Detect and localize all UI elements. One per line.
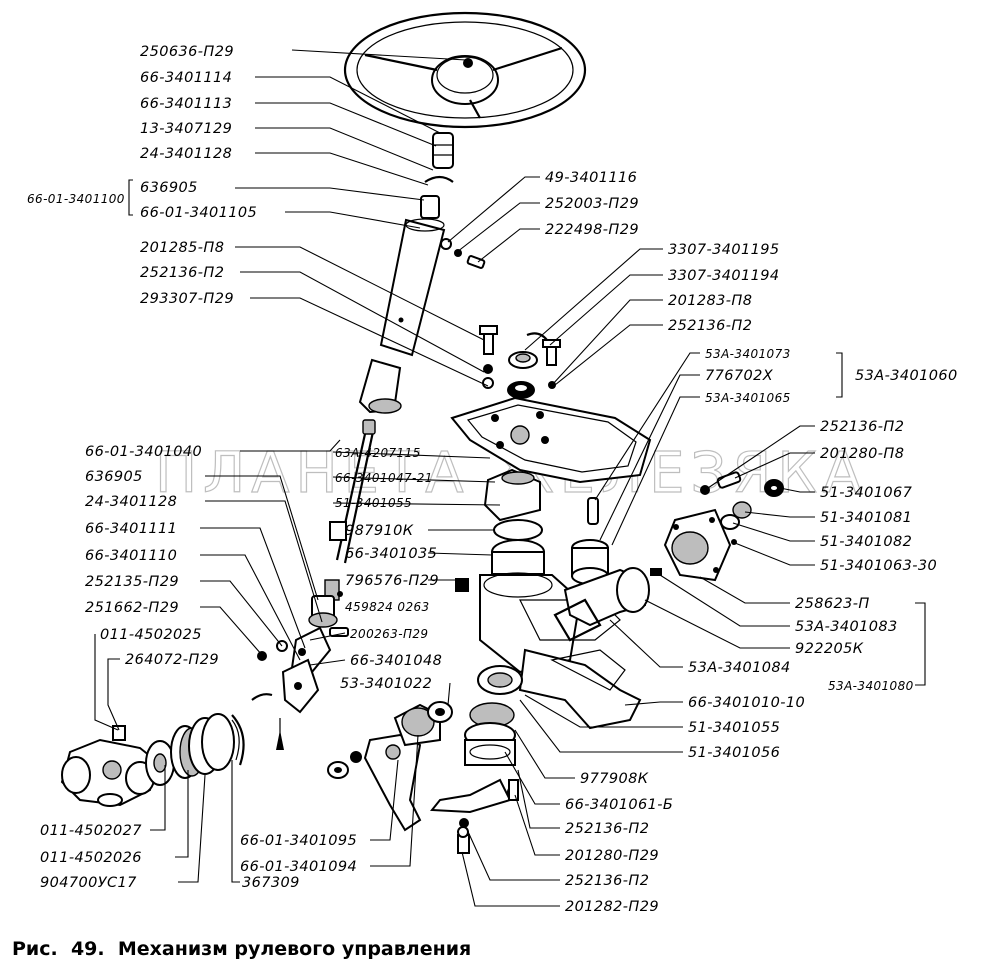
part-label: 252136-П2 [668,318,752,334]
part-label: 24-3401128 [85,494,177,510]
part-label: 53А-3401080 [828,679,914,693]
part-label: 53А-3401083 [795,619,898,635]
part-label: 252135-П29 [85,574,179,590]
part-label: 24-3401128 [140,146,232,162]
part-label: 367309 [242,875,300,891]
cross-and-bearings [60,713,245,807]
part-labels: 250636-П29 66-3401114 66-3401113 13-3407… [27,44,958,915]
part-label: 011-4502025 [100,627,202,643]
part-label: 53А-3401060 [855,368,958,384]
figure-caption: Рис. 49. Механизм рулевого управления [12,938,471,960]
part-label: 66-3401035 [345,546,437,562]
part-label: 264072-П29 [125,652,219,668]
part-label: 63А-4207115 [335,446,421,460]
part-label: 66-3401010-10 [688,695,805,711]
part-label: 66-01-3401095 [240,833,357,849]
part-label: 66-01-3401105 [140,205,257,221]
part-label: 796576-П29 [345,573,439,589]
part-label: 3307-3401194 [668,268,780,284]
part-label: 201283-П8 [668,293,752,309]
part-label: 922205К [795,641,864,657]
caption-prefix: Рис. [12,938,58,960]
part-label: 51-3401055 [335,496,412,510]
part-label: 636905 [140,180,198,196]
part-label: 293307-П29 [140,291,234,307]
part-label: 201280-П8 [820,446,904,462]
part-label: 13-3407129 [140,121,232,137]
part-label: 011-4502027 [40,823,142,839]
part-label: 459824 0263 [345,600,430,614]
part-label: 53-3401022 [340,676,432,692]
part-label: 252136-П2 [565,821,649,837]
part-label: 66-3401048 [350,653,442,669]
part-label: 66-3401047-21 [335,471,433,485]
part-label: 258623-П [795,596,870,612]
part-label: 66-01-3401040 [85,444,202,460]
part-label: 200263-П29 [350,627,428,641]
part-label: 251662-П29 [85,600,179,616]
part-label: 53А-3401065 [705,391,791,405]
part-label: 66-3401110 [85,548,177,564]
part-label: 53А-3401073 [705,347,791,361]
part-label: 904700УС17 [40,875,137,891]
part-label: 201285-П8 [140,240,224,256]
caption-number: 49. [70,938,105,960]
part-label: 66-01-3401100 [27,192,125,206]
caption-title: Механизм рулевого управления [117,938,472,960]
steering-column [324,132,454,601]
universal-joints [251,578,469,750]
part-label: 66-3401114 [140,70,232,86]
part-label: 51-3401067 [820,485,913,501]
part-label: 66-3401061-Б [565,797,673,813]
part-label: 51-3401056 [688,745,780,761]
part-label: 776702Х [705,368,774,384]
column-fasteners [440,238,498,389]
gearbox-gasket [450,396,652,484]
part-label: 51-3401082 [820,534,912,550]
part-label: 51-3401081 [820,510,912,526]
hydraulic-valve [553,471,784,642]
steering-wheel [343,11,587,129]
part-label: 252136-П2 [820,419,904,435]
part-label: 66-01-3401094 [240,859,357,875]
part-label: 252003-П29 [545,196,639,212]
part-label: 252136-П2 [565,873,649,889]
part-label: 66-3401113 [140,96,232,112]
part-label: 252136-П2 [140,265,224,281]
part-label: 3307-3401195 [668,242,780,258]
part-label: 987910К [345,523,414,539]
gearbox-housing [430,468,642,854]
part-label: 201282-П29 [565,899,659,915]
part-label: 250636-П29 [140,44,234,60]
part-label: 51-3401063-30 [820,558,937,574]
part-label: 51-3401055 [688,720,780,736]
part-label: 53А-3401084 [688,660,791,676]
part-label: 636905 [85,469,143,485]
part-label: 49-3401116 [545,170,637,186]
part-label: 011-4502026 [40,850,142,866]
part-label: 222498-П29 [545,222,639,238]
leader-lines [94,49,926,907]
part-label: 977908К [580,771,649,787]
part-label: 201280-П29 [565,848,659,864]
part-label: 66-3401111 [85,521,177,537]
top-seals [507,332,561,399]
